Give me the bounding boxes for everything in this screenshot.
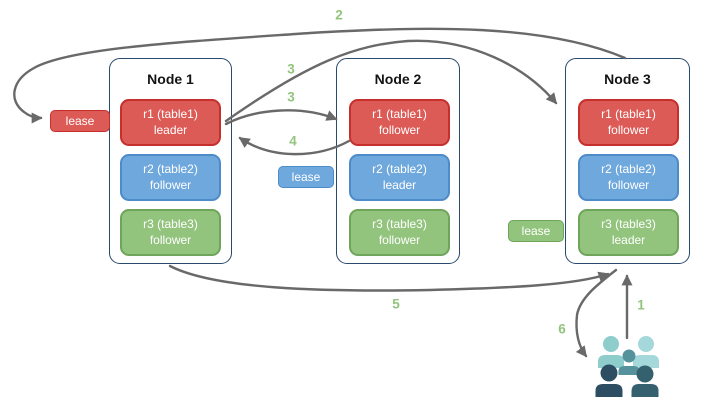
replica-role: follower (607, 122, 650, 137)
replica-role: follower (149, 177, 192, 192)
replica-name: r1 (table1) (601, 106, 656, 121)
replica-role: follower (607, 177, 650, 192)
replica-name: r3 (table3) (601, 216, 656, 231)
replica-name: r1 (table1) (143, 106, 198, 121)
lease-chip-r3: lease (508, 220, 564, 242)
node-2-title: Node 2 (374, 71, 422, 87)
replica-name: r2 (table2) (372, 161, 427, 176)
replica-name: r1 (table1) (372, 106, 427, 121)
step-label-1: 1 (637, 297, 645, 313)
arrow-step-3-to-node2 (224, 109, 338, 126)
node2-replica-r3: r3 (table3) follower (349, 209, 450, 256)
users-icon (595, 336, 659, 397)
replica-role: follower (149, 232, 192, 247)
replica-role: leader (382, 177, 417, 192)
replica-role: follower (378, 122, 421, 137)
replica-role: follower (378, 232, 421, 247)
step-label-2: 2 (335, 7, 343, 23)
replica-role: leader (611, 232, 646, 247)
node1-replica-r1: r1 (table1) leader (120, 99, 221, 146)
node1-replica-r3: r3 (table3) follower (120, 209, 221, 256)
step-label-3a: 3 (287, 61, 295, 77)
arrow-step-5 (168, 264, 610, 292)
arrow-step-2 (13, 27, 627, 124)
step-label-3b: 3 (287, 89, 295, 105)
arrow-step-6 (575, 268, 618, 358)
step-label-6: 6 (558, 321, 566, 337)
node2-replica-r2: r2 (table2) leader (349, 154, 450, 201)
node2-replica-r1: r1 (table1) follower (349, 99, 450, 146)
node1-replica-r2: r2 (table2) follower (120, 154, 221, 201)
node-2-box: Node 2 r1 (table1) follower r2 (table2) … (336, 58, 460, 264)
node-1-title: Node 1 (147, 71, 194, 87)
step-label-4: 4 (289, 133, 297, 149)
node3-replica-r2: r2 (table2) follower (578, 154, 679, 201)
node3-replica-r1: r1 (table1) follower (578, 99, 679, 146)
replica-name: r2 (table2) (601, 161, 656, 176)
node3-replica-r3: r3 (table3) leader (578, 209, 679, 256)
replica-name: r3 (table3) (143, 216, 198, 231)
lease-chip-r2: lease (278, 166, 334, 188)
node-3-title: Node 3 (604, 71, 651, 87)
step-label-5: 5 (392, 296, 400, 312)
replica-role: leader (153, 122, 188, 137)
replica-name: r3 (table3) (372, 216, 427, 231)
lease-chip-r1: lease (50, 110, 110, 132)
node-3-box: Node 3 r1 (table1) follower r2 (table2) … (565, 58, 690, 264)
replica-name: r2 (table2) (143, 161, 198, 176)
node-1-box: Node 1 r1 (table1) leader r2 (table2) fo… (109, 58, 232, 264)
